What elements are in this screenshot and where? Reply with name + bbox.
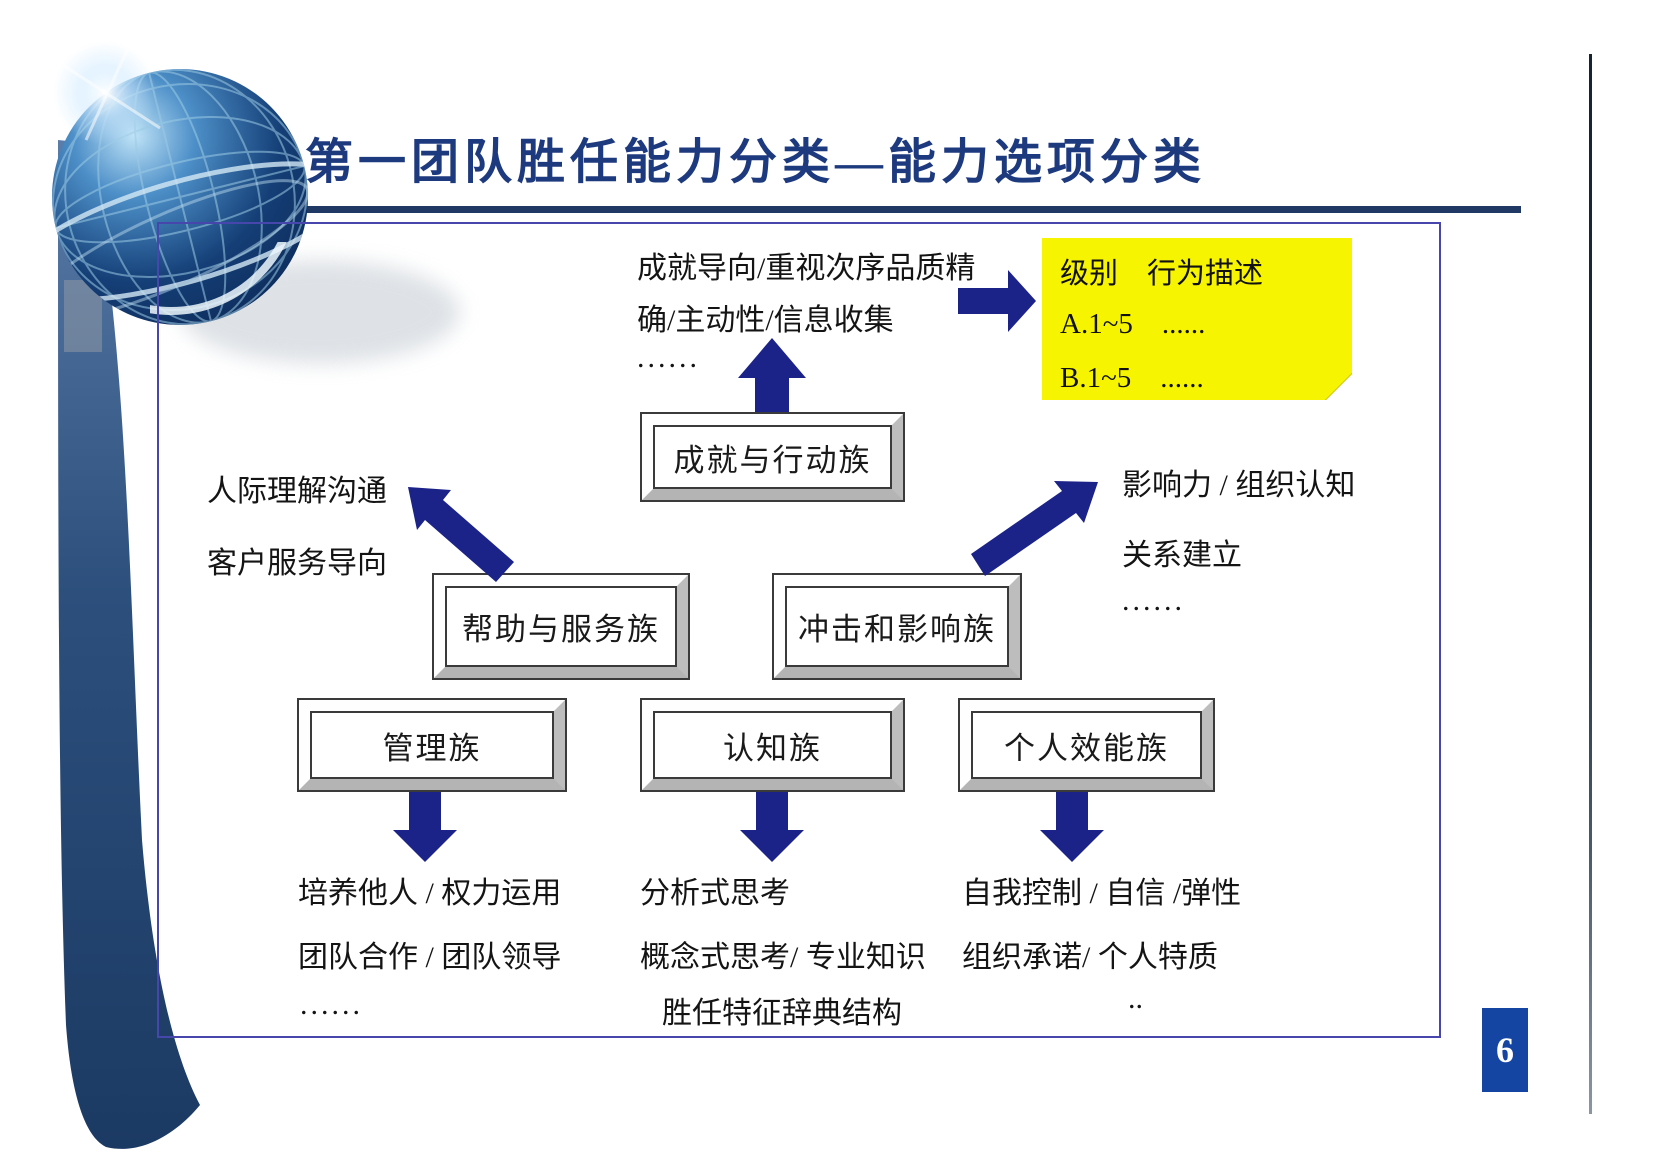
sticky-note: 级别 行为描述 A.1~5 ...... B.1~5 ...... — [1042, 238, 1352, 400]
box-bevel — [642, 700, 903, 790]
sticky-line-b: B.1~5 ...... — [1060, 362, 1204, 394]
down-arrow-personal-icon — [1040, 792, 1104, 862]
page-number-badge: 6 — [1482, 1008, 1528, 1092]
box-management: 管理族 — [297, 698, 567, 792]
diagram-caption: 胜任特征辞典结构 — [662, 997, 902, 1030]
box-impact-influence: 冲击和影响族 — [772, 573, 1022, 680]
box-bevel — [299, 700, 565, 790]
right-note-line1: 影响力 / 组织认知 — [1122, 469, 1356, 502]
box-cognitive: 认知族 — [640, 698, 905, 792]
left-note-line1: 人际理解沟通 — [207, 475, 387, 508]
right-note-line2: 关系建立 — [1122, 539, 1242, 572]
box-help-service: 帮助与服务族 — [432, 573, 690, 680]
sticky-line-a: A.1~5 ...... — [1060, 308, 1206, 340]
sticky-line-header: 级别 行为描述 — [1060, 258, 1264, 290]
box-bevel — [774, 575, 1020, 678]
top-note-line2: 确/主动性/信息收集 — [637, 304, 894, 337]
cognitive-note-line1: 分析式思考 — [640, 877, 790, 910]
box-label: 成就与行动族 — [653, 425, 892, 489]
down-arrow-cognitive-icon — [740, 792, 804, 862]
up-right-arrow-icon — [971, 481, 1098, 576]
cognitive-note-line2: 概念式思考/ 专业知识 — [640, 941, 926, 974]
sticky-folded-corner — [1325, 373, 1352, 400]
personal-note-ellipsis: .. — [1128, 982, 1143, 1015]
box-achievement-action: 成就与行动族 — [640, 412, 905, 502]
personal-note-line2: 组织承诺/ 个人特质 — [962, 941, 1218, 974]
management-note-line2: 团队合作 / 团队领导 — [298, 941, 562, 974]
box-label: 个人效能族 — [971, 711, 1202, 779]
top-note-ellipsis: ...... — [637, 341, 700, 374]
box-label: 管理族 — [310, 711, 554, 779]
up-arrow-icon — [738, 338, 806, 412]
up-left-arrow-icon — [408, 487, 514, 582]
top-note-line1: 成就导向/重视次序品质精 — [637, 252, 976, 285]
box-bevel — [960, 700, 1213, 790]
title-underline — [303, 206, 1521, 213]
right-note-ellipsis: ...... — [1122, 584, 1185, 617]
slide-title: 第一团队胜任能力分类—能力选项分类 — [305, 136, 1207, 189]
box-personal-effectiveness: 个人效能族 — [958, 698, 1215, 792]
box-bevel — [642, 414, 903, 500]
box-bevel — [434, 575, 688, 678]
management-note-ellipsis: ...... — [300, 988, 363, 1021]
left-note-line2: 客户服务导向 — [207, 547, 387, 580]
box-label: 冲击和影响族 — [785, 586, 1009, 667]
right-edge-line — [1589, 54, 1592, 1114]
box-label: 认知族 — [653, 711, 892, 779]
swoosh-graphic — [58, 140, 200, 1149]
box-label: 帮助与服务族 — [445, 586, 677, 667]
management-note-line1: 培养他人 / 权力运用 — [298, 877, 562, 910]
down-arrow-management-icon — [393, 792, 457, 862]
personal-note-line1: 自我控制 / 自信 /弹性 — [962, 877, 1242, 910]
